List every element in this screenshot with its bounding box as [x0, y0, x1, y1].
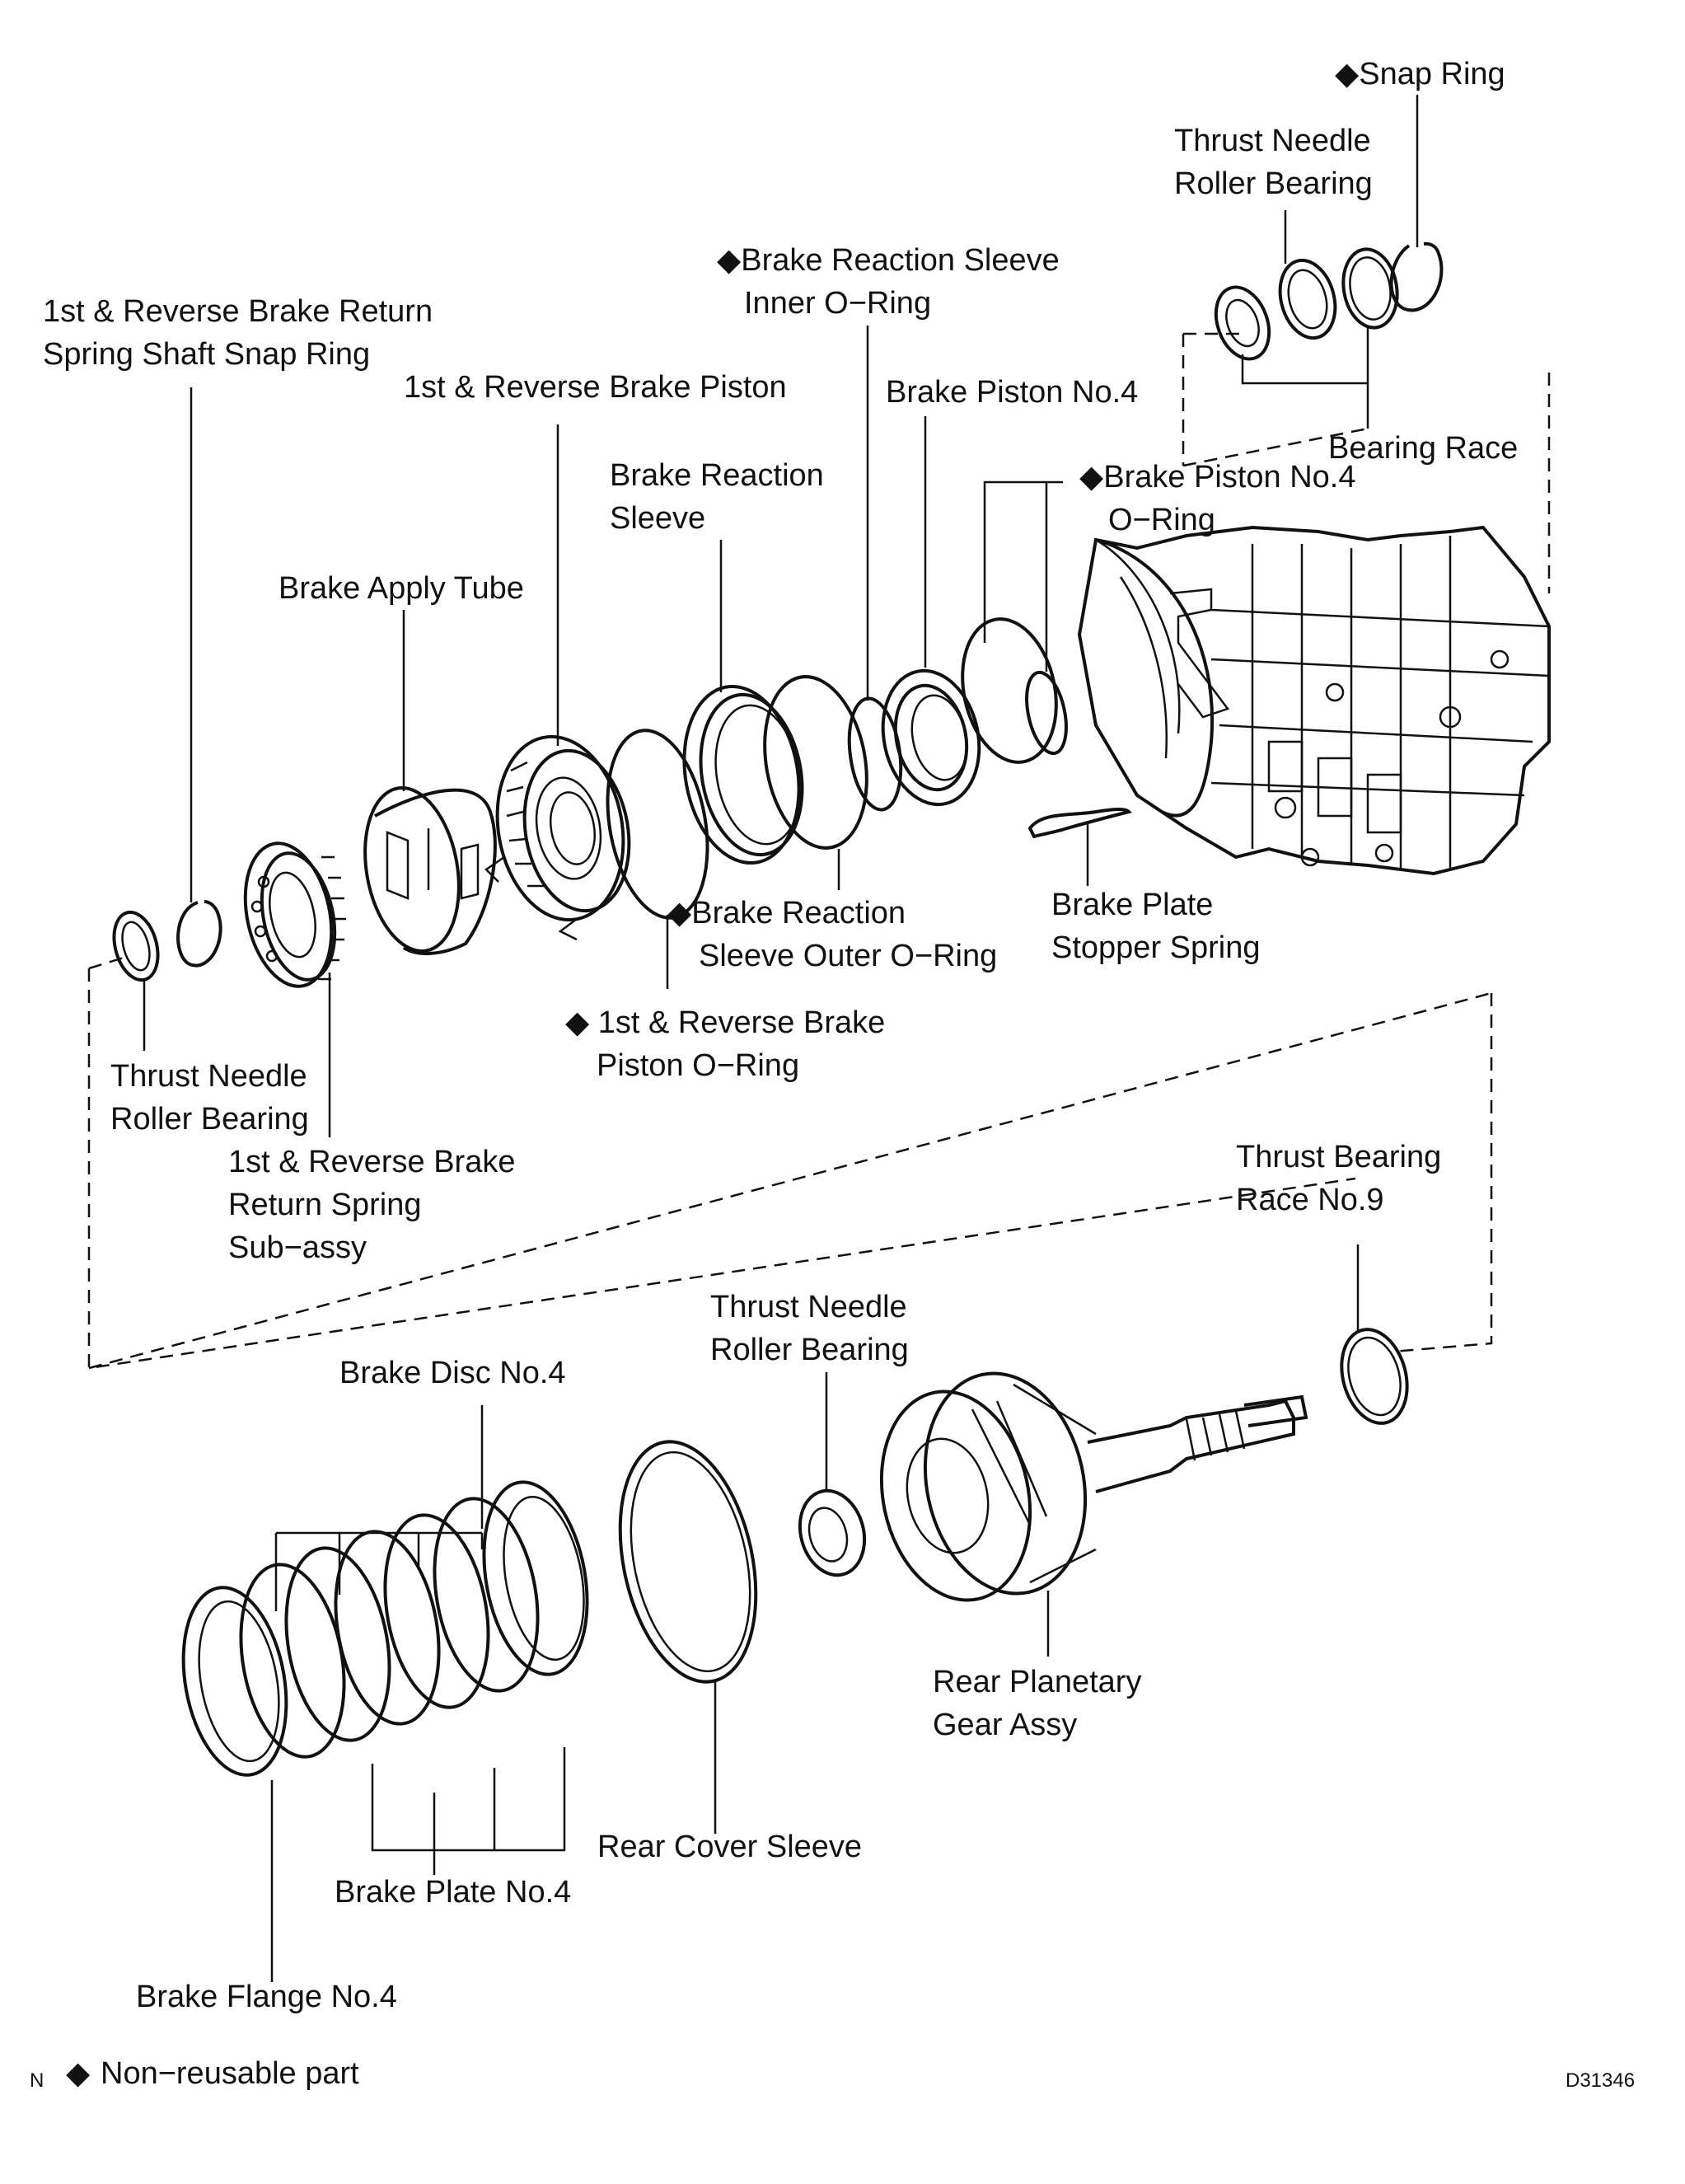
- label-piston-oring-2: Piston O−Ring: [597, 1048, 800, 1083]
- label-piston-oring-1: ◆ 1st & Reverse Brake: [565, 1005, 886, 1040]
- brake-apply-tube-part: [363, 786, 497, 955]
- label-inner-oring-1: ◆Brake Reaction Sleeve: [717, 243, 1060, 278]
- return-snap-ring-part: [176, 900, 222, 968]
- label-return-spring-3: Sub−assy: [228, 1230, 367, 1265]
- return-spring-subassy-part: [243, 841, 346, 988]
- label-plate-no4: Brake Plate No.4: [335, 1875, 572, 1910]
- label-top-bearing-2: Roller Bearing: [1174, 166, 1373, 201]
- label-piston-no4-oring-2: O−Ring: [1108, 503, 1215, 537]
- label-disc-no4: Brake Disc No.4: [339, 1356, 566, 1390]
- label-bearing-race: Bearing Race: [1328, 431, 1519, 466]
- outer-oring-part: [763, 675, 868, 850]
- mid-thrust-needle-bearing-part: [798, 1488, 867, 1577]
- label-inner-oring-2: Inner O−Ring: [744, 286, 932, 321]
- corner-letter: N: [30, 2069, 44, 2092]
- top-thrust-needle-bearing-part: [1278, 258, 1337, 340]
- label-stopper-1: Brake Plate: [1051, 888, 1214, 922]
- label-piston-no4-oring-1: ◆Brake Piston No.4: [1079, 460, 1356, 494]
- transmission-case-part: [1077, 525, 1551, 876]
- leader-plate-no4: [371, 1747, 566, 1875]
- leader-disc-no4: [274, 1405, 484, 1611]
- label-flange-no4: Brake Flange No.4: [136, 1980, 397, 2014]
- label-apply-tube: Brake Apply Tube: [278, 571, 524, 606]
- label-return-snap-2: Spring Shaft Snap Ring: [43, 337, 371, 372]
- label-piston: 1st & Reverse Brake Piston: [404, 370, 787, 405]
- label-race-no9-2: Race No.9: [1236, 1183, 1384, 1217]
- figure-code: D31346: [1566, 2069, 1636, 2092]
- label-rear-cover: Rear Cover Sleeve: [597, 1830, 863, 1864]
- label-mid-bearing-2: Roller Bearing: [710, 1333, 909, 1367]
- label-piston-no4: Brake Piston No.4: [886, 375, 1139, 410]
- left-thrust-needle-bearing-part: [112, 910, 160, 982]
- label-outer-oring-2: Sleeve Outer O−Ring: [699, 939, 998, 973]
- brake-reaction-sleeve-part: [682, 684, 804, 865]
- piston-oring-part: [606, 729, 709, 920]
- leader-piston-no4-oring: [983, 480, 1063, 672]
- label-race-no9-1: Thrust Bearing: [1236, 1140, 1442, 1174]
- label-left-bearing-1: Thrust Needle: [110, 1059, 307, 1094]
- stopper-spring-part: [1027, 808, 1132, 839]
- label-planetary-2: Gear Assy: [933, 1708, 1078, 1742]
- label-stopper-2: Stopper Spring: [1051, 930, 1261, 965]
- label-outer-oring-1: ◆Brake Reaction: [667, 896, 906, 930]
- legend-text: Non−reusable part: [101, 2056, 359, 2091]
- label-return-spring-2: Return Spring: [228, 1188, 422, 1222]
- top-thrust-bearing-race-part: [1214, 285, 1271, 361]
- label-return-snap-1: 1st & Reverse Brake Return: [43, 294, 433, 329]
- label-reaction-sleeve-1: Brake Reaction: [610, 458, 824, 493]
- brake-piston-part: [484, 734, 631, 941]
- leader-bearing-race: [1241, 326, 1369, 429]
- brake-pack-part: [181, 1480, 589, 1777]
- label-reaction-sleeve-2: Sleeve: [610, 501, 706, 536]
- label-planetary-1: Rear Planetary: [933, 1665, 1142, 1699]
- thrust-bearing-race-no9-part: [1340, 1328, 1409, 1425]
- rear-cover-sleeve-part: [618, 1440, 758, 1684]
- label-top-bearing-1: Thrust Needle: [1174, 124, 1371, 158]
- rear-planetary-gear-part: [879, 1371, 1308, 1602]
- label-mid-bearing-1: Thrust Needle: [710, 1290, 907, 1324]
- label-snap-ring: ◆Snap Ring: [1335, 57, 1505, 91]
- legend-symbol: ◆: [66, 2056, 91, 2091]
- top-snap-ring-part: [1389, 241, 1444, 312]
- label-left-bearing-2: Roller Bearing: [110, 1102, 309, 1137]
- brake-piston-no4-part: [881, 668, 981, 807]
- dashed-boundary-lower: [87, 956, 1493, 1370]
- label-return-spring-1: 1st & Reverse Brake: [228, 1145, 516, 1179]
